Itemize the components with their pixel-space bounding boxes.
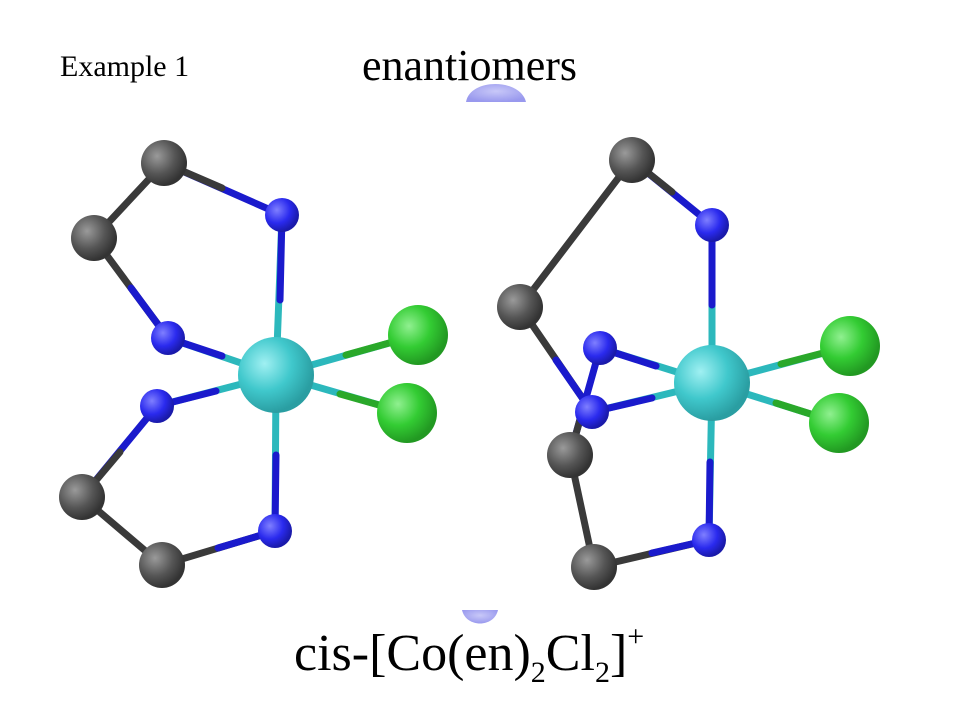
bond-c-c xyxy=(516,156,636,311)
carbon-atom xyxy=(609,137,655,183)
chlorine-atom xyxy=(820,316,880,376)
formula-subscript: 2 xyxy=(594,656,610,689)
cobalt-atom xyxy=(674,345,750,421)
chlorine-atom xyxy=(809,393,869,453)
nitrogen-atom xyxy=(151,321,185,355)
chlorine-atom xyxy=(388,305,448,365)
mirror-plane-bottom xyxy=(462,610,498,624)
nitrogen-atom xyxy=(140,389,174,423)
chemical-formula: cis-[Co(en)2Cl2]+ xyxy=(294,622,644,688)
mirror-plane-top xyxy=(466,84,526,102)
nitrogen-atom xyxy=(575,395,609,429)
formula-subscript: 2 xyxy=(530,656,546,689)
formula-chlorine: Cl xyxy=(545,625,595,682)
carbon-atom xyxy=(71,215,117,261)
carbon-atom xyxy=(59,474,105,520)
mirror-plane xyxy=(462,84,526,624)
nitrogen-atom xyxy=(583,331,617,365)
carbon-atom xyxy=(139,542,185,588)
chlorine-atom xyxy=(377,383,437,443)
nitrogen-atom xyxy=(265,198,299,232)
carbon-atom xyxy=(141,140,187,186)
nitrogen-atom xyxy=(692,523,726,557)
cobalt-atom xyxy=(238,337,314,413)
nitrogen-atom xyxy=(695,208,729,242)
carbon-atom xyxy=(497,284,543,330)
slide-title: enantiomers xyxy=(362,41,578,90)
right-molecule xyxy=(497,137,880,590)
formula-charge: + xyxy=(627,620,645,653)
left-atoms xyxy=(59,140,448,588)
carbon-atom xyxy=(571,544,617,590)
example-label: Example 1 xyxy=(60,50,190,83)
nitrogen-atom xyxy=(258,514,292,548)
carbon-atom xyxy=(547,432,593,478)
left-molecule xyxy=(59,140,448,588)
formula-prefix: cis-[Co(en) xyxy=(294,625,531,682)
right-atoms xyxy=(497,137,880,590)
formula-bracket: ] xyxy=(609,625,628,682)
